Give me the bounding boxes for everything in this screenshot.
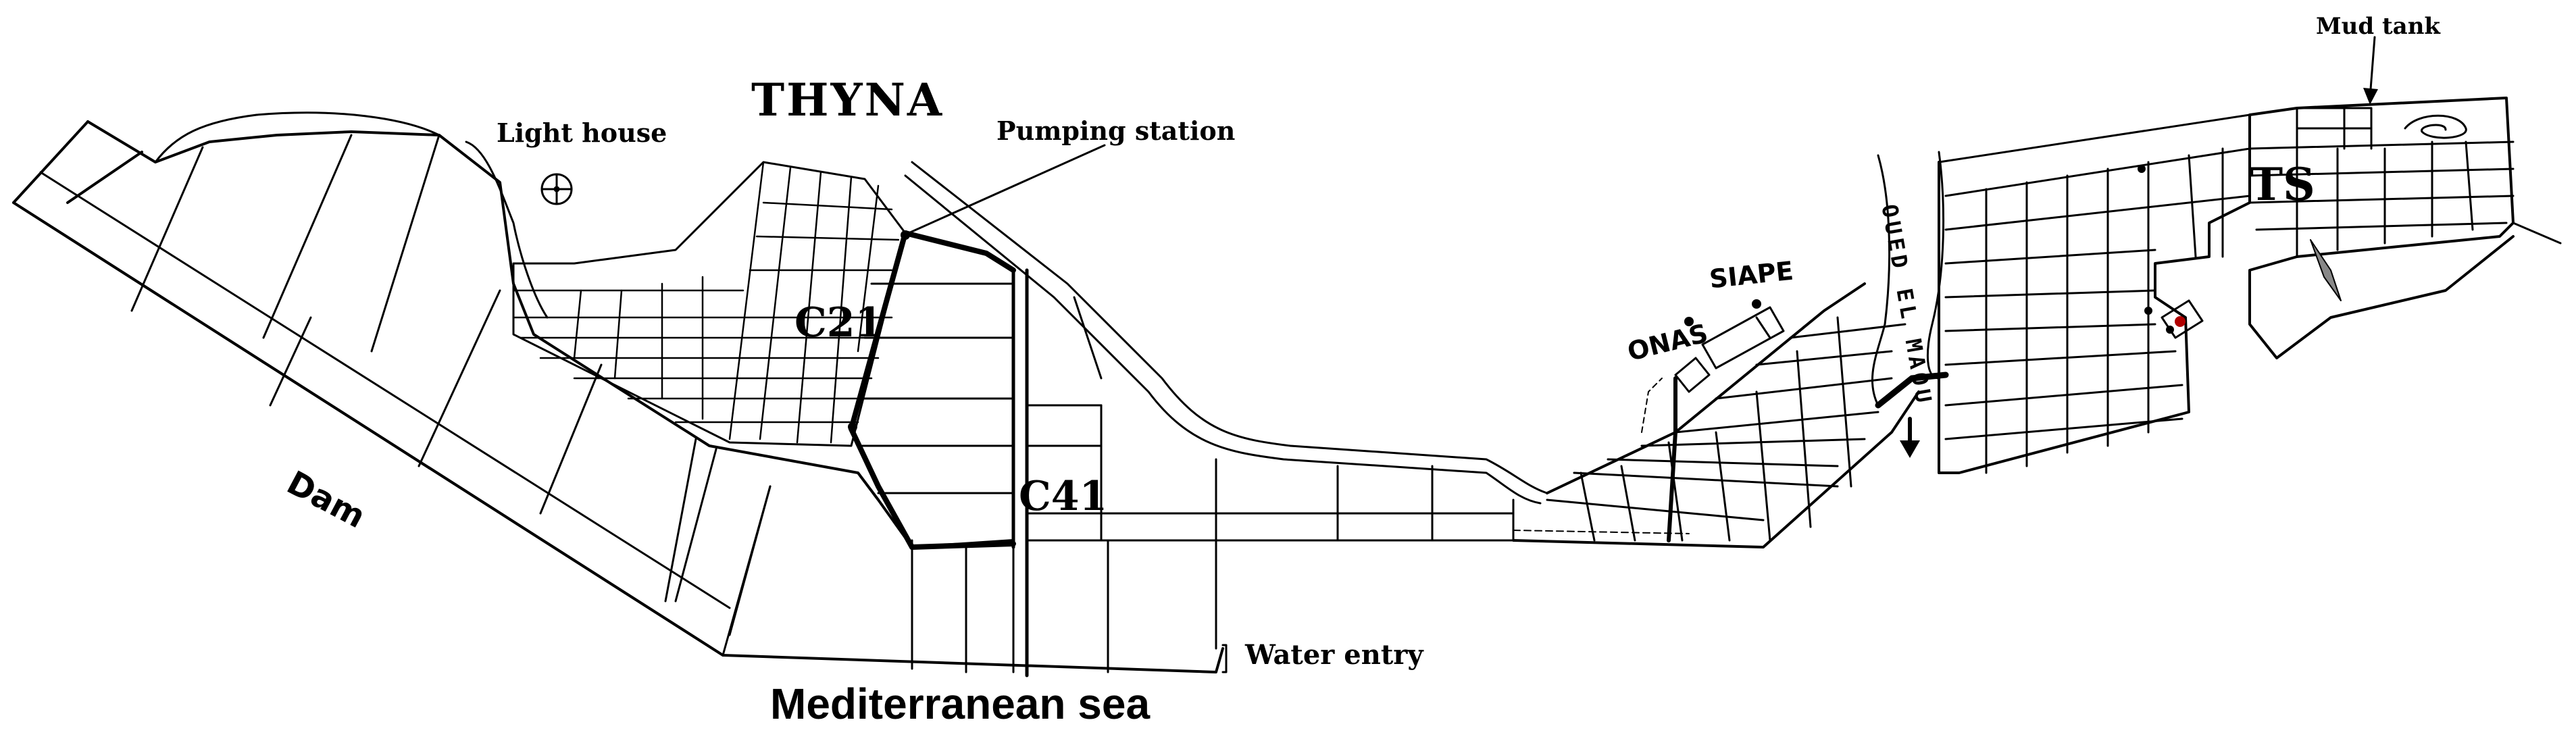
pumping-station-leader [907,144,1106,234]
oued-crossing [1875,372,1949,409]
ts-outer [1938,97,2515,474]
light-house-label: Light house [497,118,667,148]
pipeline-c21 [849,230,908,432]
light-house-icon [540,173,573,205]
water-entry-label: Water entry [1245,639,1423,671]
east-corridor-south [1512,390,1920,548]
shore-curve [154,111,440,163]
pumping-station-label: Pumping station [996,116,1236,146]
oued-el-maou-left [1871,154,1891,407]
mud-tank-label: Mud tank [2316,13,2440,40]
shaded-wedge [2310,239,2342,301]
city-label-thyna: THYNA [751,74,944,126]
oued-el-maou-right [1927,151,1945,380]
zone-label-c41: C41 [1019,473,1108,520]
dam-inner-boundary [66,151,143,204]
thyna-block-outline [512,161,907,447]
onas-pipe [1667,376,1677,542]
shore-curve-2 [465,140,549,319]
mud-tank-spiral [2404,114,2467,139]
zone-label-ts: TS [2250,158,2315,211]
zone-label-c21: C21 [794,299,884,347]
sea-label: Mediterranean sea [770,680,1151,728]
map-lines [12,36,2562,678]
